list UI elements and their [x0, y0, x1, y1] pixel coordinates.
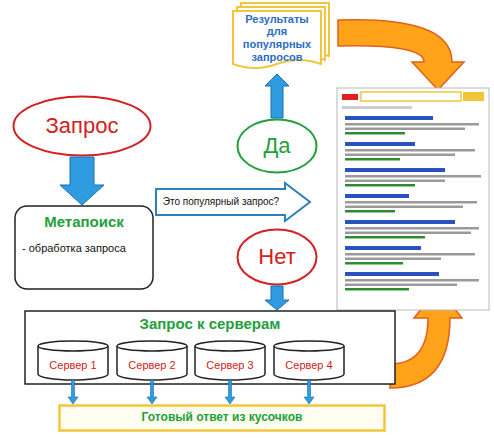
node-label: Метапоиск — [14, 213, 154, 230]
node-label: Сервер 1 — [37, 359, 109, 372]
result-item — [345, 246, 475, 265]
result-item — [345, 142, 475, 161]
logo-mark — [342, 94, 358, 100]
node-label: Сервер 2 — [116, 359, 188, 372]
answer-box: Готовый ответ из кусочков — [58, 404, 386, 432]
result-line — [345, 201, 477, 204]
result-url — [345, 210, 395, 213]
node-label: Результаты для популярных запросов — [234, 13, 320, 64]
text-area: Нет — [236, 228, 318, 286]
yes-ellipse: Да — [236, 118, 318, 174]
flow-arrow — [225, 380, 235, 404]
result-item — [345, 194, 477, 213]
result-line — [345, 149, 475, 152]
text-area: Сервер 4 — [273, 352, 345, 378]
curved-arrow — [338, 20, 464, 90]
result-title — [345, 168, 445, 172]
search-button — [463, 92, 484, 101]
node-label: Сервер 4 — [273, 359, 345, 372]
text-area: Запрос к серверам — [24, 313, 396, 335]
cylinder-top — [274, 341, 344, 351]
result-url — [345, 132, 405, 135]
paper-sheet — [233, 11, 321, 68]
result-line — [345, 180, 445, 183]
result-title — [345, 116, 433, 120]
flow-arrow — [60, 157, 104, 205]
node-label: Запрос к серверам — [24, 315, 396, 332]
result-title — [345, 272, 439, 276]
node-label: Нет — [236, 244, 318, 269]
node-body: - обработка запроса — [14, 242, 154, 255]
flow-arrow — [147, 380, 157, 404]
server-cylinder: Сервер 2 — [116, 340, 188, 380]
hollow-arrow — [156, 183, 310, 221]
result-line — [345, 154, 455, 157]
server-group: Запрос к серверамСервер 1 Сервер 2 Сервер … — [24, 310, 396, 385]
result-item — [345, 168, 481, 187]
flow-arrow — [265, 74, 289, 118]
screenshot-frame — [337, 88, 489, 310]
node-label: Готовый ответ из кусочков — [58, 411, 386, 425]
process-box: Метапоиск - обработка запроса — [14, 205, 154, 290]
result-title — [345, 246, 421, 250]
result-line — [345, 227, 479, 230]
result-line — [345, 279, 479, 282]
node-label: Да — [236, 133, 318, 158]
node-label: Запрос — [12, 113, 152, 138]
result-url — [345, 236, 425, 239]
result-item — [345, 220, 479, 239]
result-title — [345, 220, 455, 224]
flow-arrow — [304, 380, 314, 404]
result-line — [345, 258, 441, 261]
text-area: Сервер 1 — [37, 352, 109, 378]
document-stack: Результаты для популярных запросов — [232, 2, 330, 74]
cylinder-top — [195, 341, 265, 351]
text-area: Готовый ответ из кусочков — [58, 404, 386, 432]
no-ellipse: Нет — [236, 228, 318, 286]
text-area: Метапоиск - обработка запроса — [14, 213, 154, 273]
result-item — [345, 116, 479, 135]
flow-arrow — [68, 380, 78, 404]
text-area: Да — [236, 118, 318, 174]
server-cylinder: Сервер 4 — [273, 340, 345, 380]
server-cylinder: Сервер 3 — [194, 340, 266, 380]
result-url — [345, 184, 415, 187]
result-item — [345, 272, 479, 291]
result-line — [345, 175, 481, 178]
decision-arrow: Это популярный запрос? — [155, 182, 311, 222]
tab-line — [342, 106, 412, 109]
box-outline — [25, 311, 395, 384]
result-url — [345, 158, 400, 161]
text-area: Это популярный запрос? — [158, 189, 284, 215]
result-url — [345, 262, 403, 265]
result-title — [345, 194, 409, 198]
text-area: Сервер 2 — [116, 352, 188, 378]
cylinder-top — [117, 341, 187, 351]
flow-arrow — [265, 286, 289, 310]
search-screenshot — [337, 88, 489, 310]
rounded-outline — [15, 206, 153, 289]
node-label: Это популярный запрос? — [158, 196, 284, 208]
result-line — [345, 232, 471, 235]
result-line — [345, 206, 463, 209]
result-line — [345, 284, 457, 287]
text-area: Результаты для популярных запросов — [234, 12, 320, 64]
result-url — [345, 288, 409, 291]
node-label: Сервер 3 — [194, 359, 266, 372]
cylinder-top — [38, 341, 108, 351]
text-area: Сервер 3 — [194, 352, 266, 378]
text-area: Запрос — [12, 95, 152, 157]
search-field — [361, 92, 461, 101]
result-line — [345, 123, 479, 126]
server-cylinder: Сервер 1 — [37, 340, 109, 380]
result-line — [345, 253, 475, 256]
start-ellipse: Запрос — [12, 95, 152, 157]
result-title — [345, 142, 415, 146]
result-line — [345, 128, 465, 131]
